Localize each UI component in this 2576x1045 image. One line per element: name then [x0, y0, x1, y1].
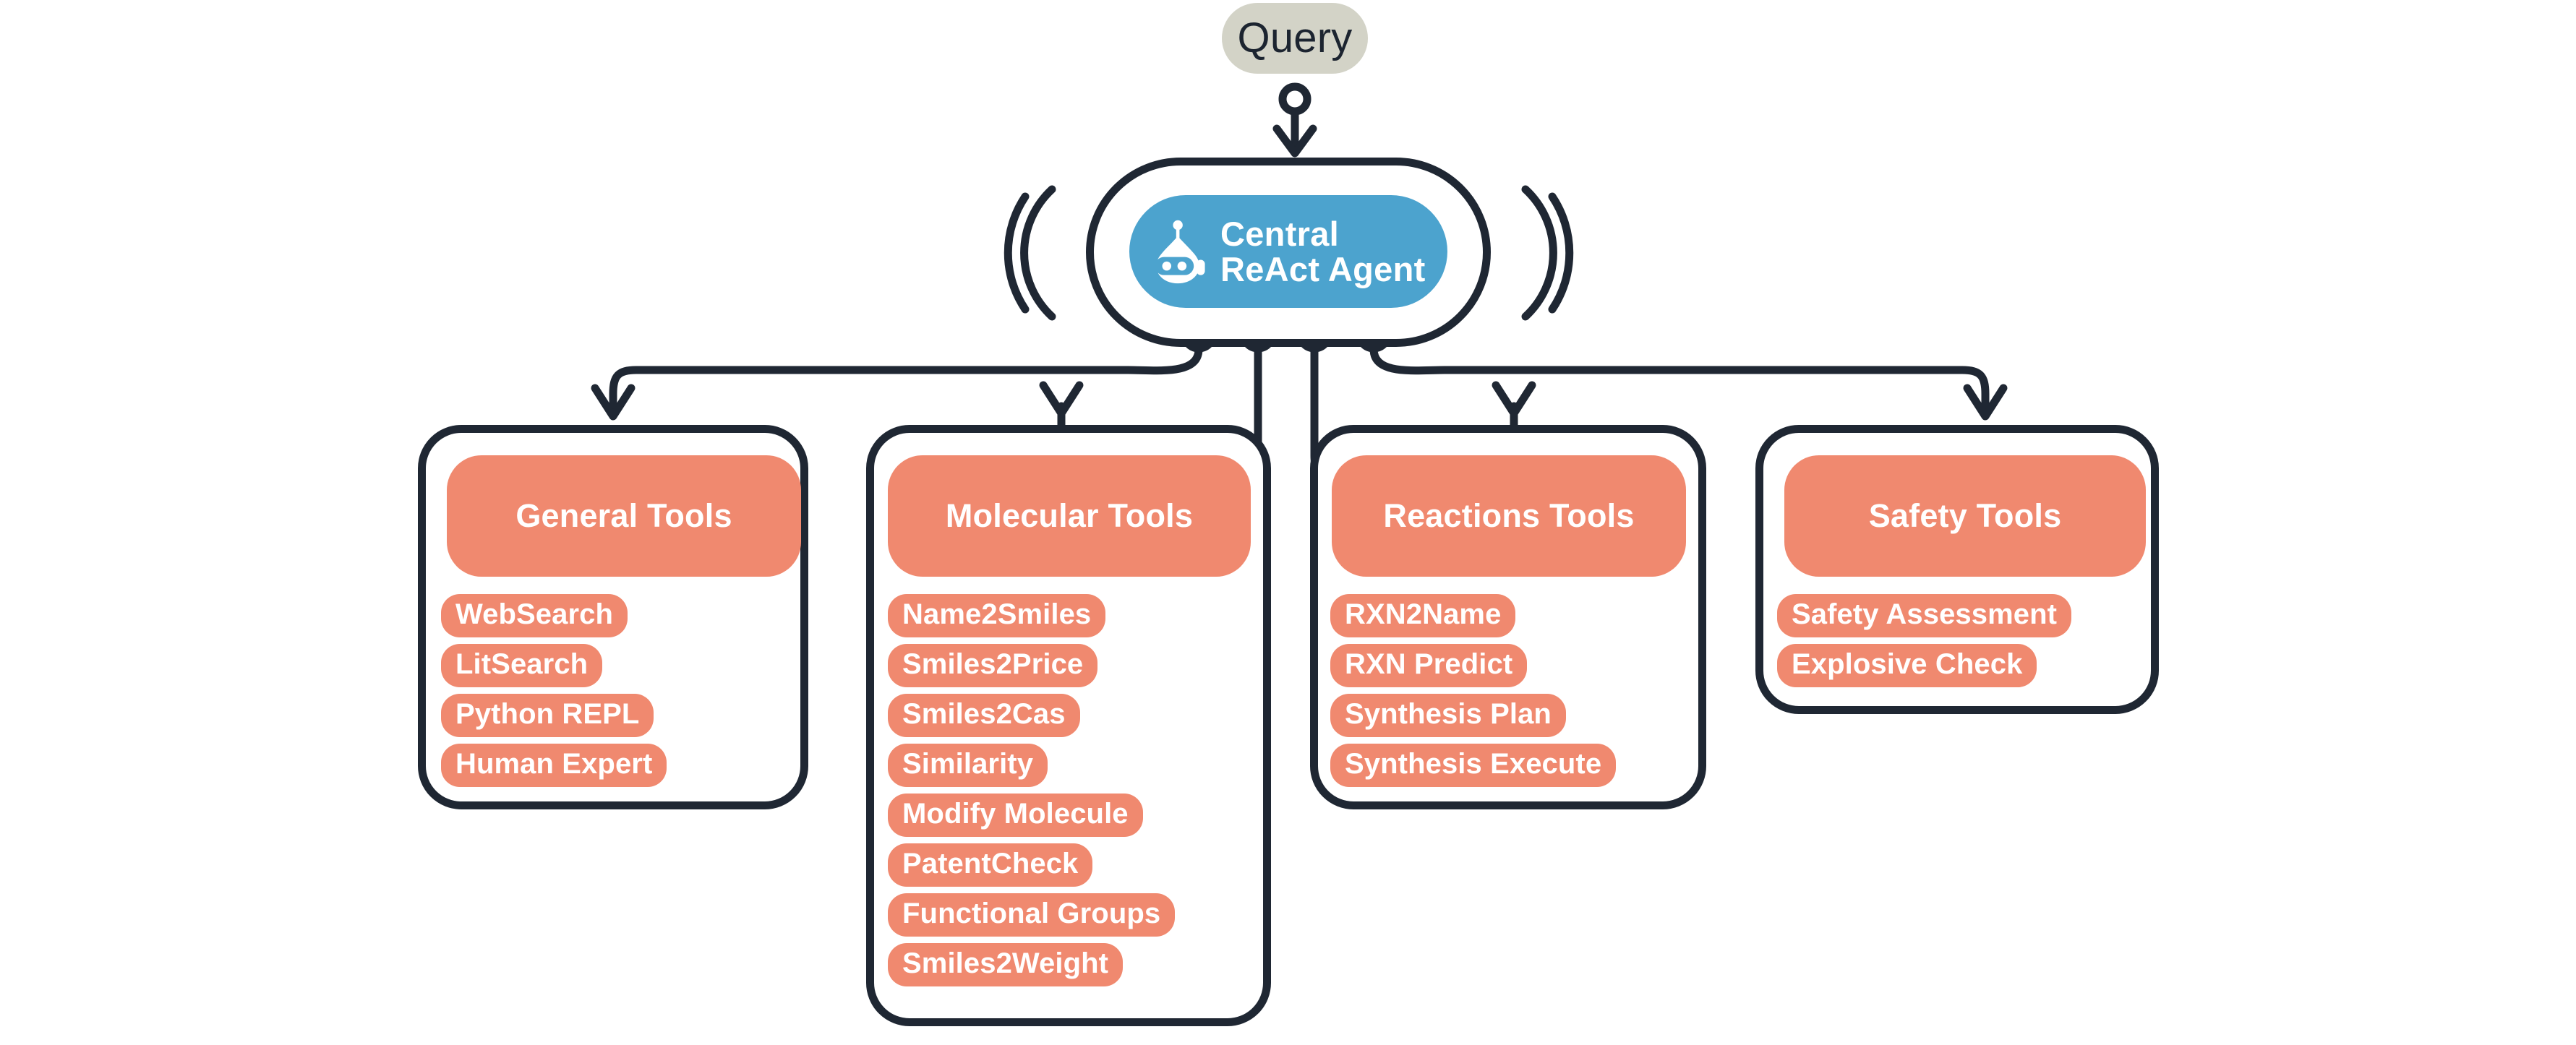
tool-pill[interactable]: Smiles2Cas: [888, 694, 1080, 737]
tool-pill[interactable]: Smiles2Price: [888, 644, 1098, 687]
group-header-molecular[interactable]: Molecular Tools: [888, 455, 1251, 577]
agent-title-line1: Central: [1220, 214, 1340, 253]
group-header-general[interactable]: General Tools: [447, 455, 801, 577]
signal-arcs-right: [1521, 185, 1574, 321]
query-label: Query: [1237, 14, 1353, 61]
tool-pill[interactable]: Explosive Check: [1777, 644, 2037, 687]
group-title-reactions: Reactions Tools: [1383, 497, 1635, 534]
tool-list-molecular: Name2Smiles Smiles2Price Smiles2Cas Simi…: [888, 594, 1176, 986]
tool-pill[interactable]: Name2Smiles: [888, 594, 1106, 637]
tool-pill[interactable]: PatentCheck: [888, 843, 1093, 887]
group-title-molecular: Molecular Tools: [945, 497, 1194, 534]
group-header-safety[interactable]: Safety Tools: [1784, 455, 2146, 577]
tool-list-reactions: RXN2Name RXN Predict Synthesis Plan Synt…: [1330, 594, 1617, 787]
edge-agent-to-general: [591, 345, 1203, 421]
edge-agent-to-safety: [1369, 345, 2008, 421]
tool-pill[interactable]: Functional Groups: [888, 893, 1176, 937]
tool-pill[interactable]: Smiles2Weight: [888, 943, 1124, 986]
agent-title-line2: ReAct Agent: [1220, 250, 1426, 288]
edge-query-to-agent: [1272, 82, 1317, 158]
central-agent-label: Central ReAct Agent: [1220, 214, 1426, 288]
tool-pill[interactable]: Synthesis Execute: [1330, 744, 1617, 787]
group-title-general: General Tools: [515, 497, 732, 534]
tool-pill[interactable]: Synthesis Plan: [1330, 694, 1566, 737]
group-title-safety: Safety Tools: [1868, 497, 2062, 534]
tool-list-general: WebSearch LitSearch Python REPL Human Ex…: [441, 594, 667, 787]
robot-icon: [1155, 220, 1205, 284]
tool-pill[interactable]: LitSearch: [441, 644, 603, 687]
tool-pill[interactable]: WebSearch: [441, 594, 628, 637]
tool-pill[interactable]: Human Expert: [441, 744, 667, 787]
group-header-reactions[interactable]: Reactions Tools: [1332, 455, 1686, 577]
central-agent-node[interactable]: Central ReAct Agent: [1129, 195, 1447, 308]
query-node[interactable]: Query: [1222, 3, 1368, 74]
tool-pill[interactable]: RXN Predict: [1330, 644, 1528, 687]
tool-pill[interactable]: Modify Molecule: [888, 794, 1143, 837]
tool-pill[interactable]: Python REPL: [441, 694, 654, 737]
tool-list-safety: Safety Assessment Explosive Check: [1777, 594, 2072, 687]
signal-arcs-left: [1004, 185, 1056, 321]
tool-pill[interactable]: RXN2Name: [1330, 594, 1516, 637]
tool-pill[interactable]: Safety Assessment: [1777, 594, 2072, 637]
tool-pill[interactable]: Similarity: [888, 744, 1048, 787]
